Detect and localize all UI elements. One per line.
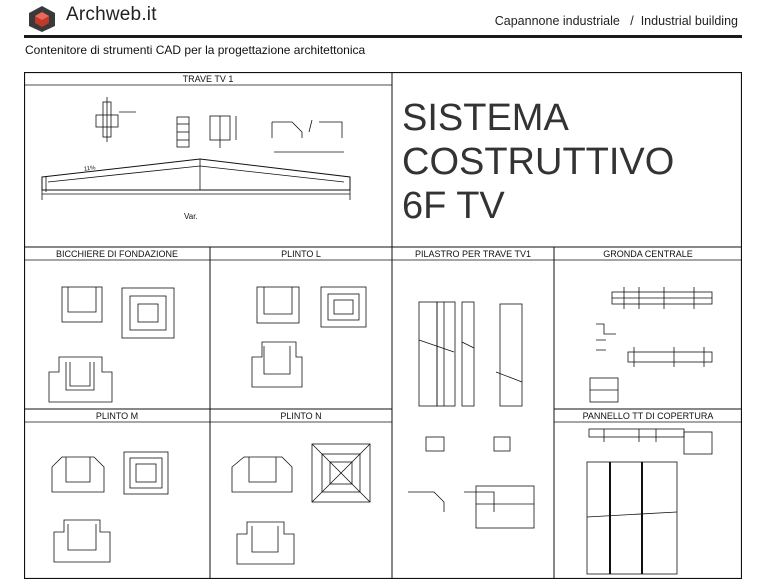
panel-title-gronda: GRONDA CENTRALE [603, 249, 693, 259]
archweb-logo-icon[interactable] [28, 5, 56, 33]
cad-sheet-graphics [24, 72, 742, 579]
panel-title-plinto-n: PLINTO N [280, 411, 322, 421]
page-subtitle: Contenitore di strumenti CAD per la prog… [25, 43, 366, 57]
pilastro-drawings [408, 301, 535, 529]
plinto-l-drawings [251, 286, 367, 388]
panel-title-bicchiere: BICCHIERE DI FONDAZIONE [55, 249, 178, 259]
pannello-drawings [586, 428, 713, 575]
panel-title-pilastro: PILASTRO PER TRAVE TV1 [414, 249, 532, 259]
breadcrumb: Capannone industriale / Industrial build… [495, 14, 738, 28]
panel-title-plinto-m: PLINTO M [95, 411, 139, 421]
title-line-1: SISTEMA [402, 97, 569, 139]
bicchiere-drawings [48, 286, 175, 403]
brand-name[interactable]: Archweb.it [66, 4, 157, 25]
site-header: Archweb.it Capannone industriale / Indus… [0, 0, 768, 38]
trave-elevation [41, 158, 351, 200]
system-title: SISTEMA COSTRUTTIVO 6F TV [402, 96, 674, 228]
panel-title-plinto-l: PLINTO L [281, 249, 321, 259]
plinto-n-drawings [231, 443, 371, 565]
trave-var-label: Var. [184, 212, 198, 221]
title-line-3: 6F TV [402, 185, 505, 227]
crumb-english[interactable]: Industrial building [640, 14, 738, 28]
panel-title-trave: TRAVE TV 1 [182, 74, 234, 84]
crumb-separator: / [630, 14, 634, 28]
plinto-m-drawings [51, 451, 169, 563]
panel-title-pannello: PANNELLO TT DI COPERTURA [582, 411, 714, 421]
header-divider [24, 35, 742, 38]
cad-drawing-sheet: TRAVE TV 1 BICCHIERE DI FONDAZIONE PLINT… [24, 72, 742, 579]
gronda-drawings [589, 287, 713, 403]
trave-section-details [95, 97, 344, 153]
crumb-italian[interactable]: Capannone industriale [494, 14, 620, 28]
title-line-2: COSTRUTTIVO [402, 141, 675, 183]
